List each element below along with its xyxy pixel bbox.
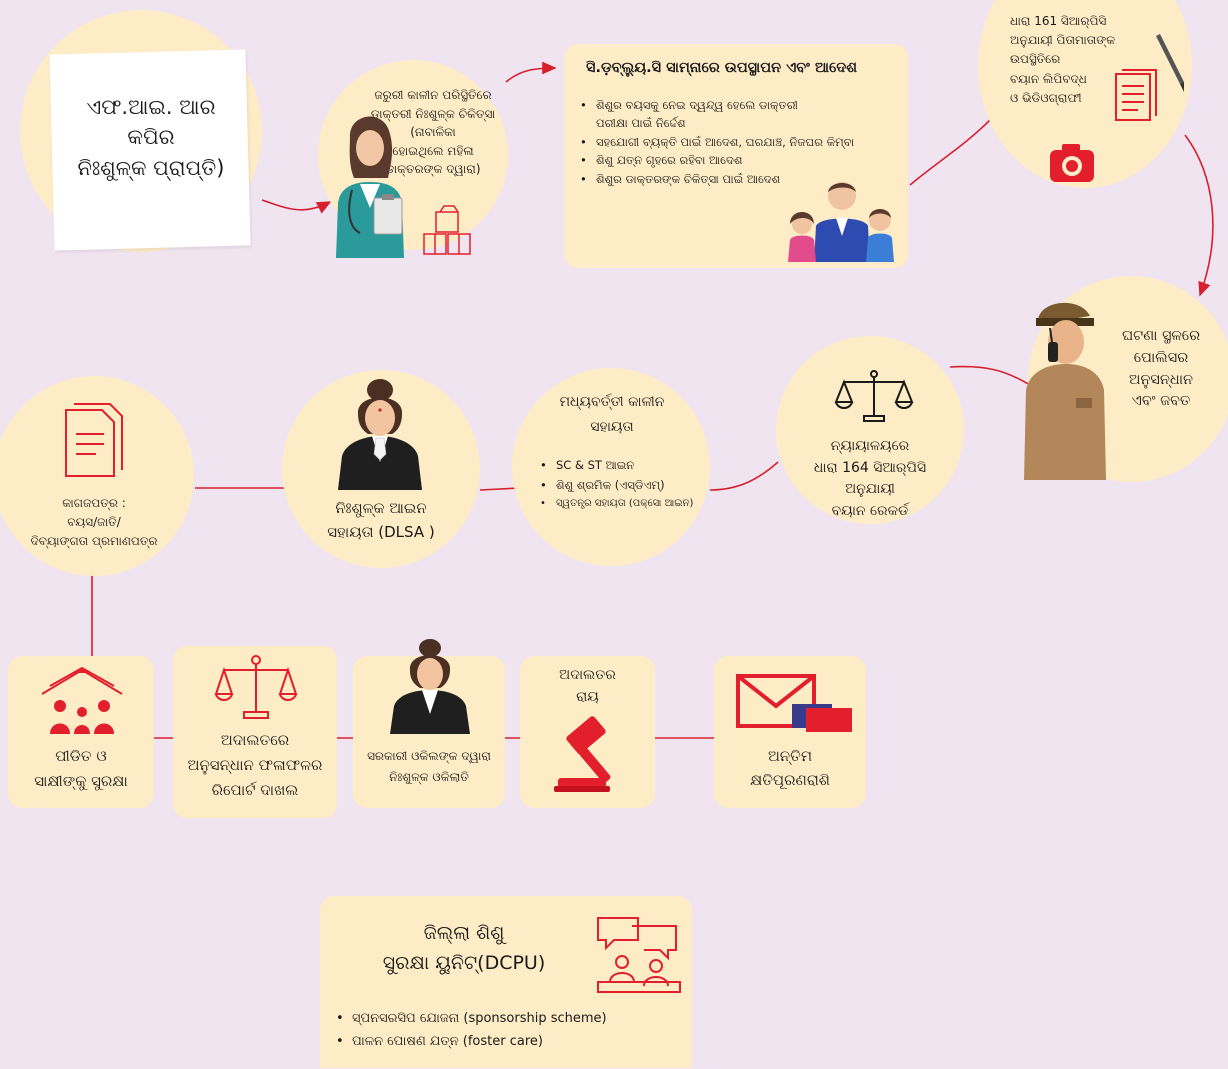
family-icon	[788, 182, 894, 262]
cwc-item-3: ଶିଶୁ ଯତ୍ନ ଗୃହରେ ରହିବା ଆଦେଶ	[580, 151, 900, 170]
prosecutor-label: ସରକାରୀ ଓକିଲଙ୍କ ଦ୍ୱାରା ନିଃଶୁଳ୍କ ଓକିଲାତି	[367, 749, 491, 784]
sec161-label: ଧାରା 161 ସିଆର୍‌ପିସି ଅନୁଯାୟୀ ପିତାମାତାଙ୍କ …	[1010, 14, 1116, 105]
interim-title: ମଧ୍ୟବର୍ତ୍ତୀ କାଳୀନ ସହାୟତା	[559, 394, 665, 435]
gavel-icon	[554, 716, 611, 792]
pen-icon	[1156, 34, 1184, 92]
dcpu-title: ଜିଲ୍ଲା ଶିଶୁ ସୁରକ୍ଷା ୟୁନିଟ୍(DCPU)	[382, 922, 546, 975]
report-label: ଅଦାଲତରେ ଅନୁସନ୍ଧାନ ଫଳାଫଳର ରିପୋର୍ଟ ଦାଖଲ	[187, 731, 323, 799]
document-icon	[1115, 69, 1157, 121]
line-164-to-interim	[709, 461, 779, 491]
interim-item-2: ଶିଶୁ ଶ୍ରମିକ (ଏସ୍‌ଡିଏମ୍)	[540, 476, 710, 496]
documents-label: କାଗଜପତ୍ର : ବୟସ/ଜାତି/ ଦିବ୍ୟାଙ୍ଗତା ପ୍ରମାଣପ…	[30, 496, 158, 549]
legal-aid-label: ନିଃଶୁଳ୍କ ଆଇନ ସହାୟତା (DLSA )	[327, 499, 435, 541]
compensation-label: ଅନ୍ତିମ କ୍ଷତିପୂରଣରାଶି	[750, 747, 830, 789]
police-officer-icon	[1024, 302, 1106, 480]
arrow-161-to-police	[1184, 134, 1214, 297]
medicine-boxes-icon	[423, 205, 471, 255]
arrow-fir-to-medical	[261, 199, 332, 214]
verdict-label: ଅଦାଲତର ରାୟ	[559, 667, 616, 706]
dcpu-item-1: ସ୍ପନସରସିପ ଯୋଜନା (sponsorship scheme)	[336, 1008, 686, 1031]
cwc-title: ସି.ଡ଼ବ୍ଲ୍ୟୁ.ସି ସାମ୍ନାରେ ଉପସ୍ଥାପନ ଏବଂ ଆଦେ…	[586, 60, 858, 76]
interim-item-1: SC & ST ଆଇନ	[540, 456, 710, 476]
protection-family-icon	[41, 666, 123, 734]
dcpu-list: ସ୍ପନସରସିପ ଯୋଜନା (sponsorship scheme) ପାଳ…	[336, 1008, 686, 1054]
cwc-item-2: ସହଯୋଗୀ ବ୍ୟକ୍ତି ପାଇଁ ଆଦେଶ, ଘରଯାଞ୍ଚ, ନିଜଘର…	[580, 133, 900, 152]
cwc-item-4: ଶିଶୁର ଡାକ୍ତରଙ୍କ ଚିକିତ୍ସା ପାଇଁ ଆଦେଶ	[580, 170, 900, 189]
line-cwc-to-161	[909, 119, 991, 186]
cwc-item-1: ଶିଶୁର ବୟସକୁ ନେଇ ଦ୍ୱନ୍ଦ୍ୱ ହେଲେ ଡାକ୍ତରୀ ପର…	[580, 96, 900, 133]
scales-icon	[834, 370, 914, 422]
camera-icon	[1050, 144, 1094, 182]
cwc-list: ଶିଶୁର ବୟସକୁ ନେଇ ଦ୍ୱନ୍ଦ୍ୱ ହେଲେ ଡାକ୍ତରୀ ପର…	[580, 96, 900, 188]
prosecutor-icon	[390, 639, 470, 734]
protection-label: ପୀଡିତ ଓ ସାକ୍ଷୀଙ୍କୁ ସୁରକ୍ଷା	[34, 747, 128, 790]
meeting-icon	[597, 917, 681, 993]
medical-label: ଜରୁରୀ କାଳୀନ ପରିସ୍ଥିତିରେ ଡାକ୍ତରୀ ନିଃଶୁଳ୍କ…	[370, 88, 496, 177]
interim-list: SC & ST ଆଇନ ଶିଶୁ ଶ୍ରମିକ (ଏସ୍‌ଡିଏମ୍) ସ୍ୱତ…	[540, 456, 710, 512]
arrow-medical-to-cwc	[505, 61, 557, 83]
dcpu-item-2: ପାଳନ ପୋଷଣ ଯତ୍ନ (foster care)	[336, 1031, 686, 1054]
fir-label: ଏଫ.ଆଇ. ଆର କପିର ନିଃଶୁଳ୍କ ପ୍ରାପ୍ତି)	[77, 95, 225, 180]
envelope-icon	[736, 674, 852, 732]
doctor-icon	[336, 116, 404, 258]
court-scales-icon	[214, 655, 298, 719]
sec164-label: ନ୍ୟାୟାଳୟରେ ଧାରା 164 ସିଆର୍‌ପିସି ଅନୁଯାୟୀ ବ…	[813, 438, 927, 520]
lawyer-icon	[338, 379, 422, 490]
interim-item-3: ସ୍ୱତନ୍ତ୍ର ସହାୟତା (ପକ୍‌ସୋ ଆଇନ)	[540, 495, 710, 512]
line-police-to-164	[949, 365, 1031, 386]
sec164-circle	[776, 336, 964, 524]
documents-icon	[65, 403, 123, 477]
police-label: ଘଟଣା ସ୍ଥଳରେ ପୋଲିସର ଅନୁସନ୍ଧାନ ଏବଂ ଜବତ	[1121, 328, 1201, 410]
